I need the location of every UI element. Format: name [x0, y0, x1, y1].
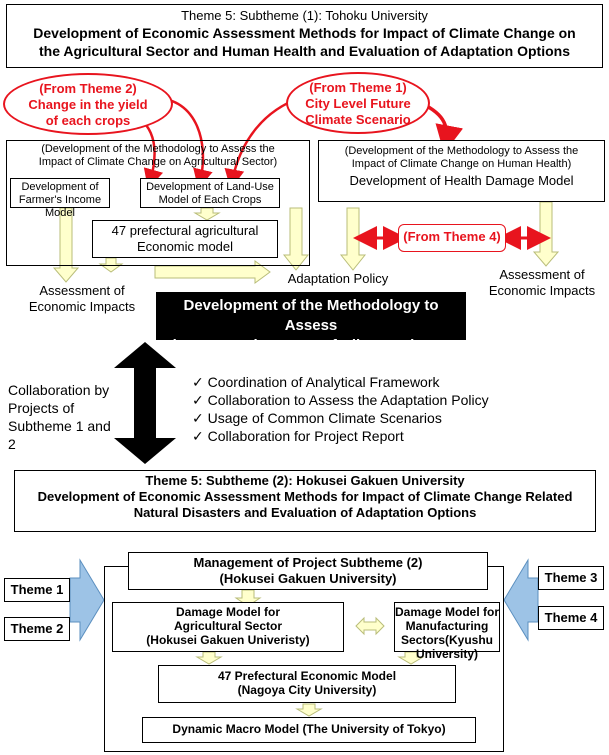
- agri-methodology-box: (Development of the Methodology to Asses…: [6, 140, 310, 266]
- subtheme1-title: Theme 5: Subtheme (1): Tohoku University: [181, 8, 428, 23]
- damage-model-agri-box: Damage Model for Agricultural Sector (Ho…: [112, 602, 344, 652]
- theme2-box: Theme 2: [4, 617, 70, 641]
- collaboration-label: Collaboration by Projects of Subtheme 1 …: [8, 382, 111, 452]
- collaboration-double-arrow: [114, 342, 176, 464]
- subtheme2-title: Theme 5: Subtheme (2): Hokusei Gakuen Un…: [145, 473, 465, 488]
- collaboration-checklist: Coordination of Analytical Framework Col…: [192, 373, 492, 445]
- farmer-income-model-box: Development of Farmer's Income Model: [10, 178, 110, 219]
- damage-model-manufacturing-box: Damage Model for Manufacturing Sectors(K…: [394, 602, 500, 661]
- subtheme2-desc-line2: Natural Disasters and Evaluation of Adap…: [133, 505, 477, 520]
- subtheme1-desc-line2: the Agricultural Sector and Human Health…: [38, 43, 570, 59]
- collab-item: Coordination of Analytical Framework: [192, 373, 492, 391]
- subtheme1-header: Theme 5: Subtheme (1): Tohoku University…: [6, 4, 603, 68]
- collab-item: Collaboration for Project Report: [192, 427, 492, 445]
- assessment-right-label: Assessment of Economic Impacts: [488, 267, 596, 298]
- adaptation-policy-label: Adaptation Policy: [287, 271, 389, 286]
- from-theme1-bubble: (From Theme 1) City Level Future Climate…: [286, 72, 430, 134]
- collab-item: Usage of Common Climate Scenarios: [192, 409, 492, 427]
- theme1-box: Theme 1: [4, 578, 70, 602]
- from-theme2-bubble: (From Theme 2) Change in the yield of ea…: [3, 73, 173, 135]
- assessment-left-label: Assessment of Economic Impacts: [28, 283, 136, 314]
- subtheme2-desc-line1: Development of Economic Assessment Metho…: [37, 489, 573, 504]
- health-damage-model: Development of Health Damage Model: [349, 173, 574, 188]
- health-methodology-box: (Development of the Methodology to Asses…: [318, 140, 605, 202]
- economic-methodology-banner: Development of the Methodology to Assess…: [156, 292, 466, 354]
- collab-item: Collaboration to Assess the Adaptation P…: [192, 391, 492, 409]
- right-inflow-arrow: [503, 558, 539, 642]
- landuse-model-box: Development of Land-Use Model of Each Cr…: [140, 178, 280, 208]
- prefectural-agri-model-box: 47 prefectural agricultural Economic mod…: [92, 220, 278, 258]
- dynamic-macro-model-box: Dynamic Macro Model (The University of T…: [142, 717, 476, 743]
- prefectural-economic-model-box: 47 Prefectural Economic Model (Nagoya Ci…: [158, 665, 456, 703]
- theme4-box: Theme 4: [538, 606, 604, 630]
- from-theme4-box: (From Theme 4): [398, 224, 506, 252]
- theme3-box: Theme 3: [538, 566, 604, 590]
- subtheme1-desc-line1: Development of Economic Assessment Metho…: [33, 25, 576, 41]
- management-box: Management of Project Subtheme (2) (Hoku…: [128, 552, 488, 590]
- agri-methodology-title: (Development of the Methodology to Asses…: [38, 143, 278, 168]
- subtheme2-header: Theme 5: Subtheme (2): Hokusei Gakuen Un…: [14, 470, 596, 532]
- left-inflow-arrow: [69, 558, 105, 642]
